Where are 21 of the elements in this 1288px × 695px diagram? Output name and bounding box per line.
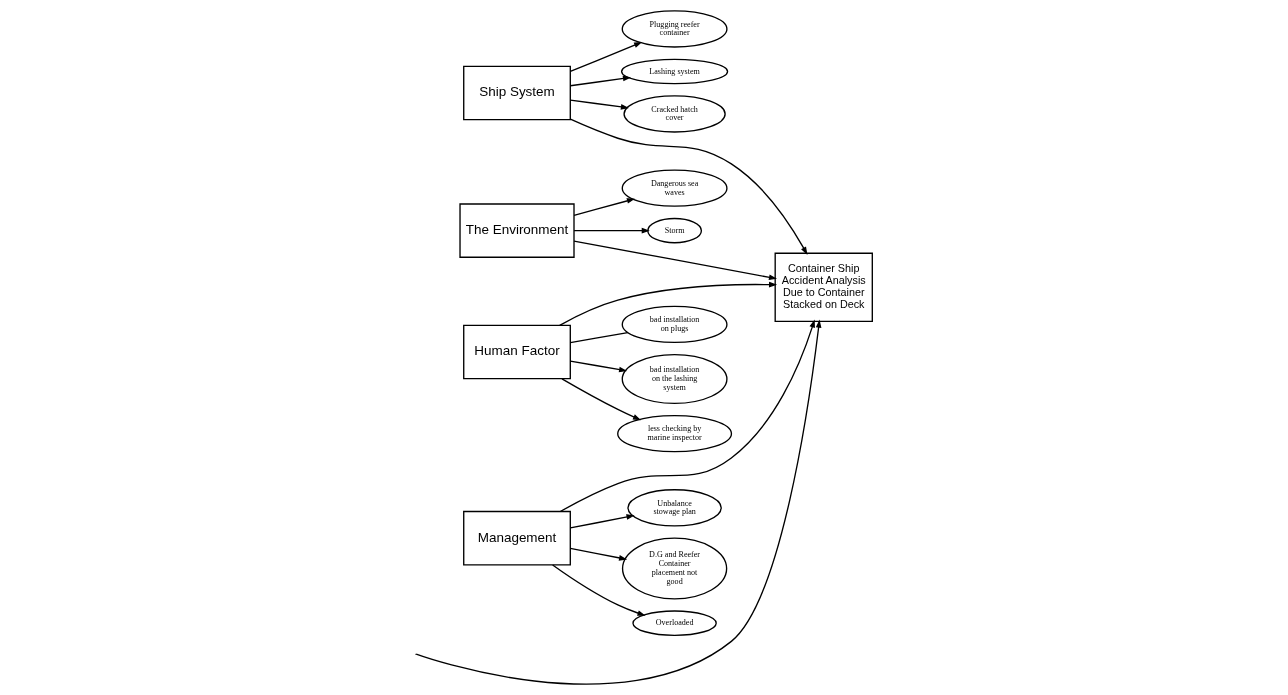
node-box: Management <box>463 510 571 566</box>
node-box: Container Ship Accident Analysis Due to Container Stacked on Deck <box>774 252 873 323</box>
arrow <box>569 41 643 73</box>
arrow <box>569 360 628 373</box>
arrow <box>573 227 650 234</box>
arrow <box>569 99 629 110</box>
node-box: Ship System <box>463 65 571 121</box>
arrow <box>569 118 808 255</box>
connector <box>569 331 629 344</box>
arrow <box>559 281 778 326</box>
arrow <box>551 564 646 616</box>
arrow <box>569 547 628 561</box>
node-box: The Environment <box>459 203 575 258</box>
arrow <box>573 198 635 216</box>
arrow <box>559 319 822 513</box>
arrow <box>569 75 632 87</box>
arrow <box>415 319 822 685</box>
arrow <box>573 240 778 281</box>
arrow <box>569 514 635 529</box>
node-box: Human Factor <box>463 324 571 380</box>
arrow <box>561 378 642 421</box>
